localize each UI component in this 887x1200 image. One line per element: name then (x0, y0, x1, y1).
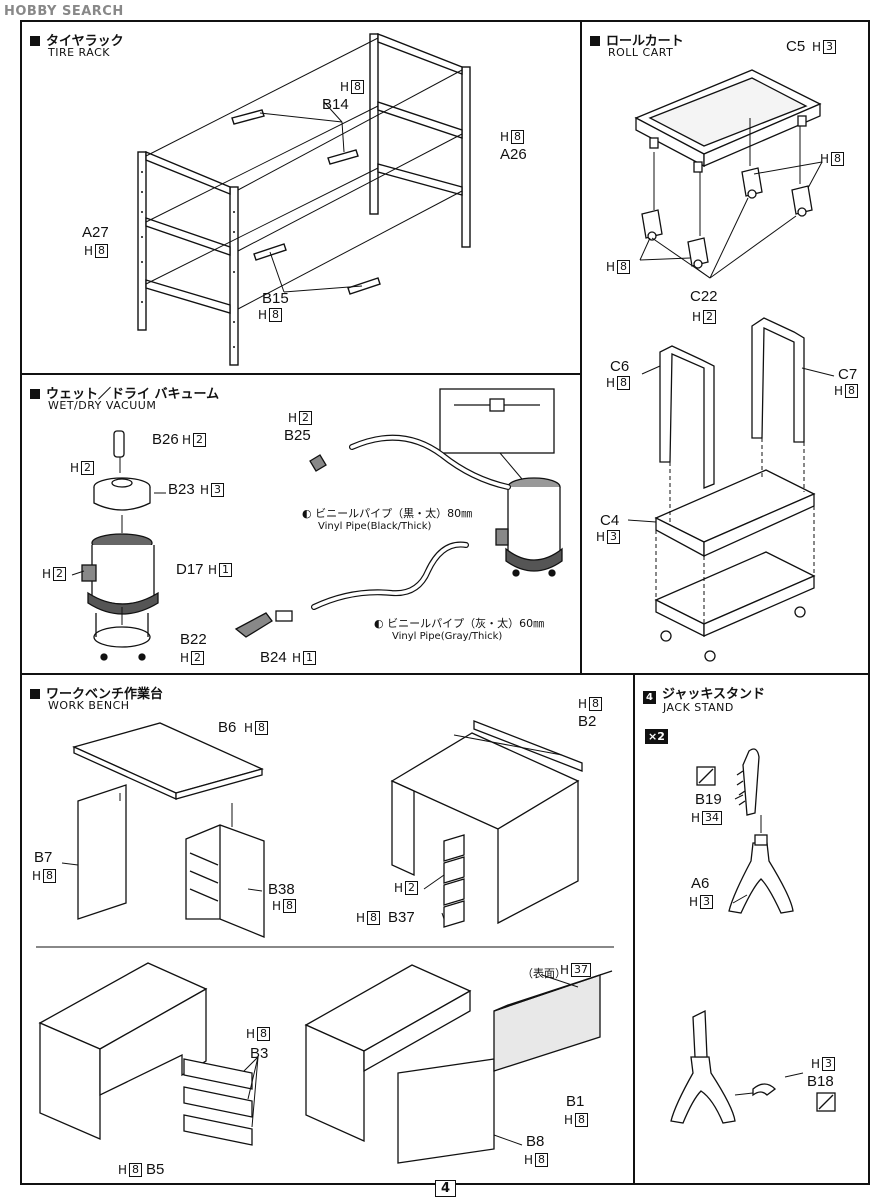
tire-rack-drawing (137, 32, 471, 366)
b5-label: B5 (146, 1161, 165, 1178)
a27-label: A27 (82, 224, 109, 241)
c4-label: C4 (600, 512, 620, 529)
b25-label: B25 (284, 427, 311, 444)
c6-label: C6 (610, 358, 630, 375)
work-bench-title-en: WORK BENCH (48, 699, 130, 712)
hobby-search-logo: HOBBY SEARCH (4, 4, 124, 19)
d17-label: D17 (176, 561, 204, 578)
jack-stand-title-en: JACK STAND (663, 701, 734, 714)
b19-label: B19 (695, 791, 722, 808)
c5-label: C5 (786, 38, 806, 55)
b22-label: B22 (180, 631, 207, 648)
work-bench-panel: ワークベンチ作業台 WORK BENCH (20, 673, 635, 1185)
quantity-badge: ×2 (645, 729, 668, 744)
vacuum-title-en: WET/DRY VACUUM (48, 399, 157, 412)
b7-label: B7 (34, 849, 53, 866)
b6-label: B6 (218, 719, 237, 736)
roll-cart-title-en: ROLL CART (608, 46, 674, 59)
b24-label: B24 (260, 649, 287, 666)
work-bench-title-jp: ワークベンチ作業台 (30, 683, 163, 702)
b1-label: B1 (566, 1093, 585, 1110)
vacuum-panel: ウェット／ドライ バキューム WET/DRY VACUUM (20, 373, 582, 675)
b8-label: B8 (526, 1133, 545, 1150)
b38-label: B38 (268, 881, 295, 898)
tire-rack-panel: タイヤラック TIRE RACK (20, 20, 582, 375)
vacuum-drawing (71, 388, 563, 661)
roll-cart-drawing (627, 69, 835, 662)
b2-label: B2 (578, 713, 597, 730)
b18-label: B18 (807, 1073, 834, 1090)
b26-label: B26 (152, 431, 179, 448)
b14-label: B14 (322, 96, 349, 113)
pipe-black-label-jp: ◐ ビニールパイプ（黒・太）80㎜ (302, 507, 473, 520)
vacuum-title-jp: ウェット／ドライ バキューム (30, 383, 219, 402)
page-number: 4 (435, 1180, 457, 1197)
tire-rack-title-en: TIRE RACK (48, 46, 110, 59)
a6-label: A6 (691, 875, 710, 892)
c22-label: C22 (690, 288, 718, 305)
work-bench-drawing (36, 720, 614, 1164)
b37-label: B37 (388, 909, 415, 926)
b15-label: B15 (262, 290, 289, 307)
jack-stand-drawing (670, 748, 836, 1124)
pipe-gray-label-jp: ◐ ビニールパイプ（灰・太）60㎜ (374, 617, 545, 630)
b1-surface-note: （表面） (522, 967, 566, 980)
b23-label: B23 (168, 481, 195, 498)
b3-label: B3 (250, 1045, 269, 1062)
pipe-black-label-en: Vinyl Pipe(Black/Thick) (318, 521, 432, 532)
a26-label: A26 (500, 146, 527, 163)
roll-cart-title-jp: ロールカート (590, 30, 684, 49)
pipe-gray-label-en: Vinyl Pipe(Gray/Thick) (392, 631, 503, 642)
tire-rack-title-jp: タイヤラック (30, 30, 124, 49)
c7-label: C7 (838, 366, 858, 383)
